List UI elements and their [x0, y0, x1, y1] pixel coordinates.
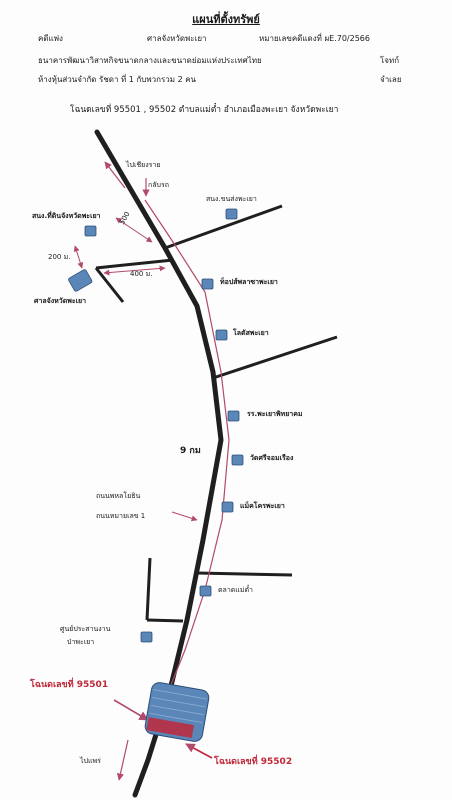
marker-wat: [231, 454, 244, 466]
road-coordination-join: [146, 618, 184, 623]
label-coordination-1: ศูนย์ประสานงาน: [60, 625, 111, 633]
road-court-down: [94, 267, 125, 303]
plaintiff-role: โจทก์: [380, 56, 400, 65]
arrow-to-phrae: [116, 739, 129, 781]
parcel-95502: [146, 717, 194, 738]
marker-coordination: [140, 631, 153, 643]
property-parcel: [144, 682, 210, 742]
label-road-name-1: ถนนพหลโยธิน: [96, 492, 141, 500]
label-pittayakom: รร.พะเยาพิทยาคม: [247, 410, 303, 418]
label-return: กลับรถ: [148, 181, 169, 189]
label-deed-95501: โฉนดเลขที่ 95501: [30, 680, 109, 690]
label-tops-plaza: ท็อปส์พลาซาพะเยา: [220, 278, 278, 286]
label-dist-9km: 9 กม: [180, 446, 201, 456]
label-market: ตลาดแม่ต๋ำ: [218, 586, 253, 594]
arrow-deed-95502: [185, 743, 213, 759]
label-highway-office: สนง.ขนส่งพะเยา: [206, 195, 257, 203]
label-to-phrae: ไปแพร่: [80, 757, 101, 765]
road-market: [196, 571, 293, 577]
dim-500: [115, 217, 153, 243]
marker-lotus: [215, 329, 228, 341]
label-wat: วัดศรีจอมเรือง: [250, 454, 294, 462]
marker-pittayakom: [227, 410, 240, 422]
road-coordination: [145, 557, 152, 621]
label-to-chiangrai: ไปเชียงราย: [126, 161, 161, 169]
plaintiff-name: ธนาคารพัฒนาวิสาหกิจขนาดกลางและขนาดย่อมแห…: [38, 56, 262, 65]
label-dist-200: 200 ม.: [48, 253, 71, 261]
label-road-name-2: ถนนหมายเลข 1: [96, 512, 146, 520]
defendant-name: ห้างหุ้นส่วนจำกัด รัชดา ที่ 1 กับพวกรวม …: [38, 75, 197, 84]
arrow-road-name: [171, 511, 198, 522]
road-highway-office: [164, 204, 283, 250]
court-name: ศาลจังหวัดพะเยา: [147, 34, 207, 43]
case-type: คดีแพ่ง: [38, 34, 63, 43]
dim-200: [73, 245, 84, 269]
road-lotus: [212, 335, 338, 380]
marker-highway-office: [225, 208, 238, 220]
deed-line: โฉนดเลขที่ 95501 , 95502 ตำบลแม่ต๋ำ อำเภ…: [70, 105, 339, 115]
arrow-to-chiangrai: [104, 161, 126, 189]
defendant-role: จำเลย: [380, 75, 402, 84]
marker-land-office: [84, 225, 97, 237]
route-line: [144, 199, 230, 713]
label-land-office: สนง.ที่ดินจังหวัดพะเยา: [32, 212, 101, 220]
arrow-deed-95501: [113, 699, 149, 721]
marker-tops-plaza: [201, 278, 214, 290]
marker-market: [199, 585, 212, 597]
label-deed-95502: โฉนดเลขที่ 95502: [214, 757, 293, 767]
label-court: ศาลจังหวัดพะเยา: [34, 297, 87, 305]
label-lotus: โลตัสพะเยา: [233, 329, 269, 337]
dim-400: [103, 265, 166, 276]
road-to-court: [95, 258, 174, 270]
marker-makro: [221, 501, 234, 513]
marker-court: [68, 269, 93, 292]
red-case-number: หมายเลขคดีแดงที่ ผE.70/2566: [259, 34, 370, 43]
page-title: แผนที่ตั้งทรัพย์: [192, 13, 260, 26]
label-makro: แม็คโครพะเยา: [240, 502, 285, 510]
label-dist-400: 400 ม.: [130, 270, 153, 278]
label-coordination-2: ป่าพะเยา: [67, 638, 95, 646]
